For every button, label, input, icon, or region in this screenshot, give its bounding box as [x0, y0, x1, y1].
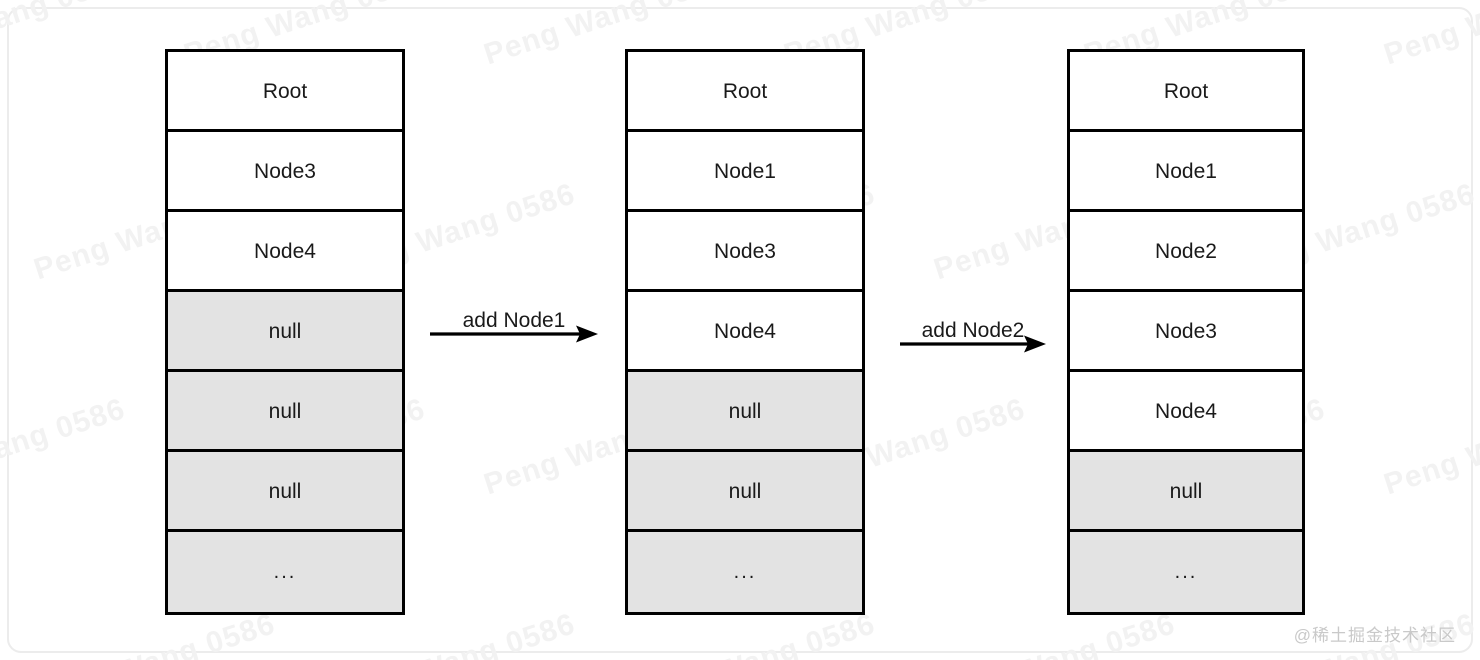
array-cell: Root: [1070, 52, 1302, 132]
watermark-text: Peng Wang 0586: [1380, 0, 1480, 72]
array-cell: Node4: [1070, 372, 1302, 452]
watermark-text: Peng Wang 0586: [0, 0, 129, 71]
array-cell: null: [168, 452, 402, 532]
array-cell: Node2: [1070, 212, 1302, 292]
watermark-text: Peng Wang 0586: [630, 607, 880, 660]
array-cell: null: [628, 372, 862, 452]
array-cell: Node3: [628, 212, 862, 292]
arrow-right-icon: [900, 335, 1046, 353]
watermark-text: Peng Wang 0586: [330, 607, 580, 660]
array-cell: Node4: [168, 212, 402, 292]
array-cell: null: [1070, 452, 1302, 532]
array-cell: Root: [168, 52, 402, 132]
watermark-text: Peng Wang 0586: [30, 607, 280, 660]
array-cell: ...: [628, 532, 862, 612]
arrow-add-node1-label: add Node1: [462, 309, 566, 332]
site-watermark: @稀土掘金技术社区: [1293, 626, 1456, 645]
array-cell: Node4: [628, 292, 862, 372]
array-cell: Node3: [1070, 292, 1302, 372]
arrow-add-node1: add Node1: [430, 288, 598, 343]
array-cell: Root: [628, 52, 862, 132]
watermark-text: Peng Wang 0586: [0, 392, 130, 501]
array-cell: null: [168, 372, 402, 452]
array-cell: null: [168, 292, 402, 372]
arrow-right-icon: [430, 325, 598, 343]
arrow-add-node2: add Node2: [900, 298, 1046, 353]
array-cell: Node1: [628, 132, 862, 212]
array-cell: Node3: [168, 132, 402, 212]
watermark-text: Peng Wang 0586: [1380, 392, 1480, 502]
arrow-add-node2-label: add Node2: [921, 319, 1025, 342]
array-cell: ...: [168, 532, 402, 612]
watermark-text: Peng Wang 0586: [930, 607, 1180, 660]
array-cell: null: [628, 452, 862, 532]
array-cell: ...: [1070, 532, 1302, 612]
array-cell: Node1: [1070, 132, 1302, 212]
